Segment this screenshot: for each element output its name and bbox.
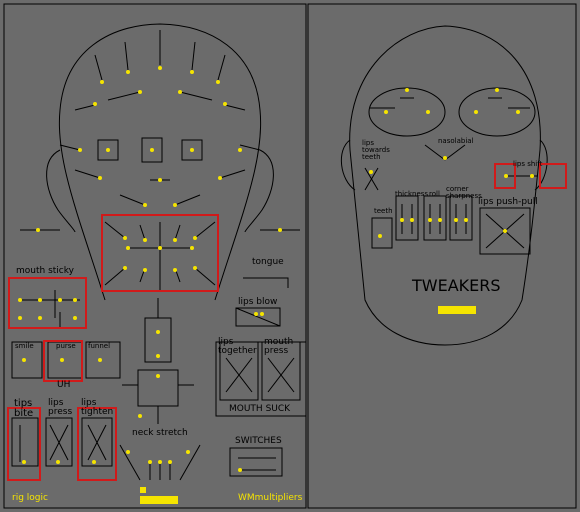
indicator-square [140, 487, 146, 493]
lips-shift-right-highlight [539, 163, 567, 189]
right-accent-bar [438, 306, 476, 314]
label-mouth-suck: MOUTH SUCK [229, 404, 291, 414]
right-ear-outline [244, 149, 274, 233]
right-eye-region [458, 87, 536, 137]
label-smile: smile [15, 342, 34, 350]
tweakers-title: TWEAKERS [412, 276, 501, 295]
label-mouth-sticky: mouth sticky [16, 266, 74, 276]
label-tips-bite: tips bite [14, 398, 34, 419]
tongue-lips-blow-controls [215, 277, 307, 417]
label-nasolabial: nasolabial [438, 137, 474, 145]
right-panel-frame [307, 3, 577, 509]
right-face-ear-left [340, 139, 356, 191]
mouth-region-highlight [101, 214, 219, 292]
mouth-controls [104, 221, 216, 290]
label-lips-push-pull: lips push-pull [478, 197, 538, 207]
label-purse: purse [56, 342, 76, 350]
control-dots-right [369, 88, 534, 238]
label-lips-press: lips press [48, 398, 73, 417]
label-wm-multipliers: WMmultipliers [238, 493, 303, 503]
label-corner-sharpness: corner sharpness [446, 185, 482, 200]
left-face-outline [58, 23, 262, 301]
label-neck-stretch: neck stretch [132, 428, 188, 438]
label-roll: roll [429, 190, 440, 198]
label-lips-tighten: lips tighten [81, 398, 114, 417]
label-rig-logic: rig logic [12, 493, 48, 503]
switches-box [229, 447, 283, 477]
label-lips-shift: lips shift [513, 160, 543, 168]
label-funnel: funnel [88, 342, 111, 350]
lips-shift-left-highlight [494, 163, 516, 189]
jaw-controls [59, 298, 201, 481]
purse-highlight [43, 340, 83, 382]
label-lips-blow: lips blow [238, 297, 278, 307]
forehead-controls [74, 30, 246, 111]
left-eye-region [368, 87, 446, 137]
eye-control-boxes [59, 137, 261, 179]
control-dots-left [18, 66, 282, 472]
lips-tighten-highlight [77, 407, 117, 481]
label-switches: SWITCHES [235, 436, 282, 446]
left-accent-bar [140, 496, 178, 504]
label-tongue: tongue [252, 257, 284, 267]
label-uh: UH [57, 380, 71, 390]
label-lips-together: lips together [218, 337, 257, 356]
tips-bite-highlight [7, 407, 41, 481]
highlight-boxes [7, 163, 567, 481]
label-thickness: thickness [395, 190, 429, 198]
mouth-sticky-highlight [8, 277, 87, 329]
left-ear-outline [46, 149, 76, 233]
shape-boxes [11, 290, 121, 467]
right-face-outline [349, 25, 541, 346]
label-mouth-press: mouth press [264, 337, 294, 356]
label-teeth: teeth [374, 207, 393, 215]
tweaker-controls [364, 97, 538, 255]
label-lips-towards-teeth: lips towards teeth [362, 139, 390, 161]
